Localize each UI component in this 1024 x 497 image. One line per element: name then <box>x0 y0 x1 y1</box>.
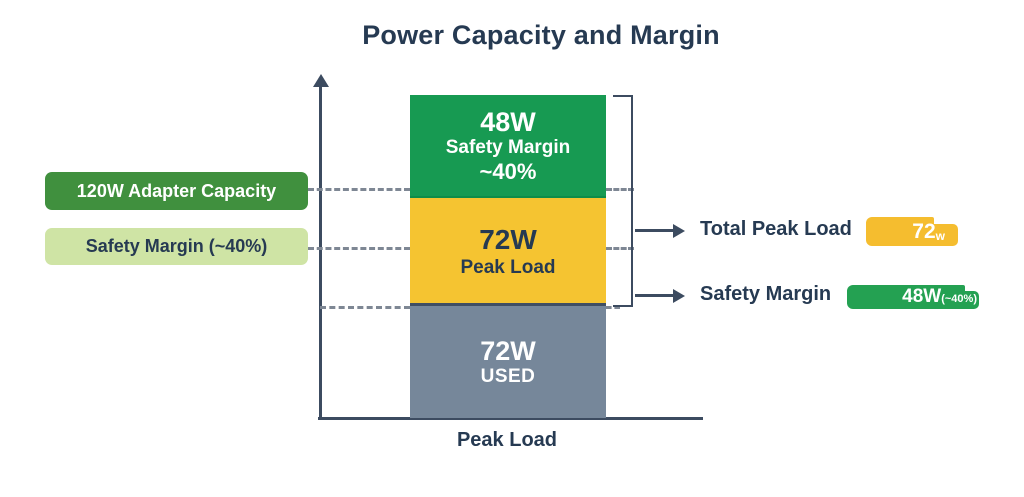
segment-label: USED <box>480 366 536 387</box>
badge-shape <box>934 224 958 246</box>
x-axis <box>318 417 703 420</box>
segment-value: 72W <box>479 223 537 255</box>
dashed-guide-line <box>308 188 410 191</box>
segment-label: Safety Margin <box>445 136 571 158</box>
segment-safety-margin: 48W Safety Margin ~40% <box>410 95 606 198</box>
arrow-up-icon <box>313 74 329 87</box>
badge-value: 72 <box>912 220 936 243</box>
segment-sublabel: ~40% <box>479 158 537 184</box>
safety-margin-value-badge: 48W (~40%) <box>847 285 979 309</box>
safety-margin-reference-badge-label: Safety Margin (~40%) <box>85 236 268 256</box>
segment-label: Peak Load <box>460 256 556 278</box>
safety-margin-reference-badge: Safety Margin (~40%) <box>45 228 308 265</box>
dashed-guide-line <box>606 247 634 250</box>
arrow-right-icon <box>673 289 685 303</box>
segment-used: 72W USED <box>410 303 606 418</box>
chart-title: Power Capacity and Margin <box>362 20 720 50</box>
total-peak-load-label: Total Peak Load <box>700 218 852 240</box>
segment-peak-load: 72W Peak Load <box>410 198 606 303</box>
dashed-guide-line <box>320 306 410 309</box>
segment-value: 72W <box>480 336 536 366</box>
adapter-capacity-badge: 120W Adapter Capacity <box>45 172 308 210</box>
badge-text: 48W (~40%) <box>847 285 979 309</box>
badge-text: 72 w <box>866 217 958 246</box>
badge-shape <box>847 285 965 309</box>
total-peak-load-value-badge: 72 w <box>866 217 958 246</box>
badge-unit: w <box>935 229 945 243</box>
arrow-right-icon <box>673 224 685 238</box>
callout-arrow-total-peak-load <box>635 229 675 232</box>
dashed-guide-line <box>606 188 634 191</box>
stacked-bar: 48W Safety Margin ~40% 72W Peak Load 72W… <box>410 95 606 418</box>
segment-value: 48W <box>480 106 536 137</box>
adapter-capacity-badge-label: 120W Adapter Capacity <box>76 180 277 201</box>
dashed-guide-line <box>308 247 410 250</box>
x-axis-label: Peak Load <box>456 429 558 451</box>
callout-arrow-safety-margin <box>635 294 675 297</box>
badge-shape <box>866 217 934 246</box>
capacity-bracket <box>613 95 633 307</box>
dashed-guide-line <box>606 306 620 309</box>
y-axis <box>319 86 322 418</box>
safety-margin-label: Safety Margin <box>700 283 832 305</box>
badge-shape <box>965 291 979 309</box>
badge-value: 48W <box>902 286 942 307</box>
badge-unit: (~40%) <box>941 293 977 305</box>
